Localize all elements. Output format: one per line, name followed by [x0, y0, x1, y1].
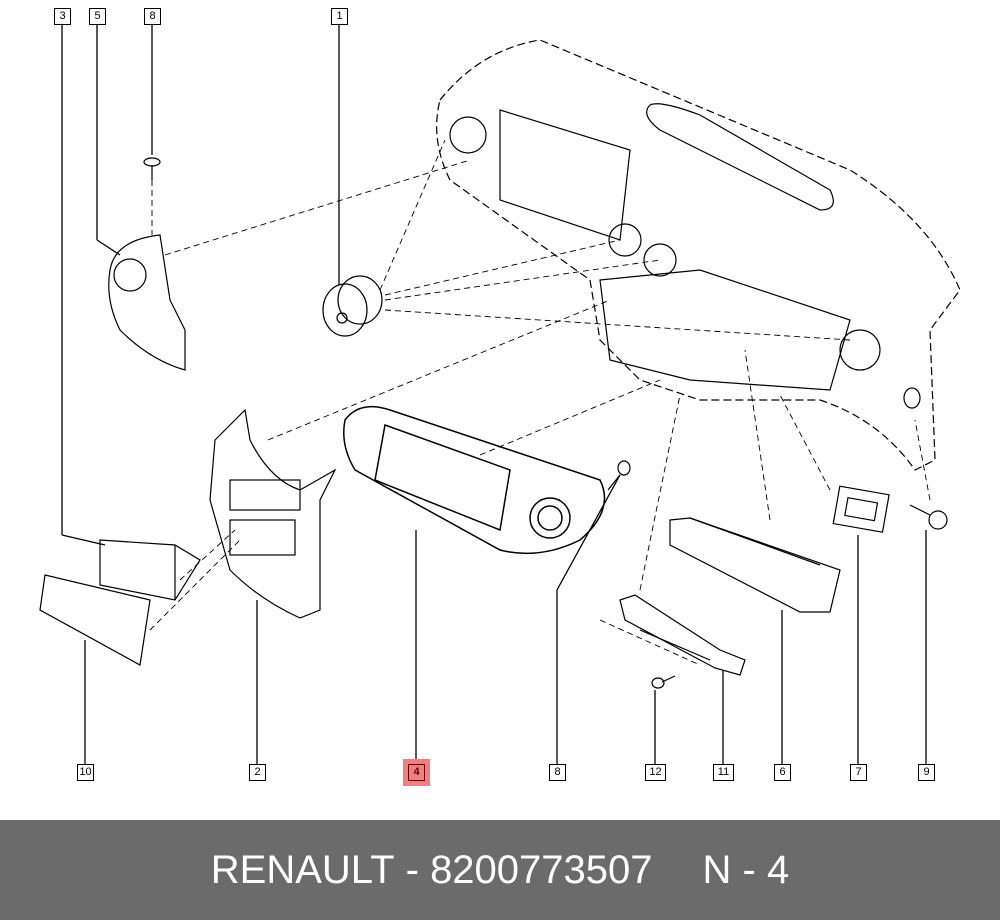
part-1-air-vent: [322, 275, 383, 337]
part-12-screw: [651, 675, 676, 689]
callout-label-8-bottom: 8: [549, 764, 566, 781]
dashboard-assembly: [436, 39, 961, 471]
part-2-center-bezel: [209, 408, 337, 619]
callout-label-7: 7: [850, 764, 867, 781]
callout-label-9: 9: [918, 764, 935, 781]
part-3-radio-housing: [99, 539, 201, 601]
callout-label-3: 3: [54, 8, 71, 25]
part-info-footer: RENAULT - 8200773507 N - 4: [0, 820, 1000, 920]
part-8-screw-bottom: [607, 460, 631, 491]
callout-label-8-top: 8: [144, 8, 161, 25]
exploded-parts-diagram: [39, 24, 961, 765]
callout-label-10: 10: [77, 764, 94, 781]
callout-label-4: 4: [408, 764, 425, 781]
highlighted-part-marker: 4: [403, 759, 430, 786]
callout-label-5: 5: [89, 8, 106, 25]
leader-lines: [61, 24, 927, 765]
part-6-storage-tray: [669, 517, 841, 613]
callout-label-11: 11: [713, 764, 734, 781]
part-9-connector: [909, 504, 948, 530]
callout-label-12: 12: [645, 764, 666, 781]
callout-label-6: 6: [774, 764, 791, 781]
position-reference: N - 4: [702, 847, 790, 892]
separator: -: [394, 847, 431, 892]
part-number: 8200773507: [430, 847, 653, 892]
part-10-cover-plate: [39, 574, 151, 666]
assembly-lines: [149, 139, 931, 666]
part-4-trim-panel: [343, 405, 606, 555]
part-8-screw-top: [143, 157, 161, 180]
part-7-switch-bezel: [832, 485, 890, 533]
callout-label-1: 1: [331, 8, 348, 25]
callout-label-2: 2: [249, 764, 266, 781]
part-11-bracket: [619, 594, 746, 676]
part-5-side-cover: [108, 234, 186, 371]
brand-name: RENAULT: [210, 847, 395, 892]
